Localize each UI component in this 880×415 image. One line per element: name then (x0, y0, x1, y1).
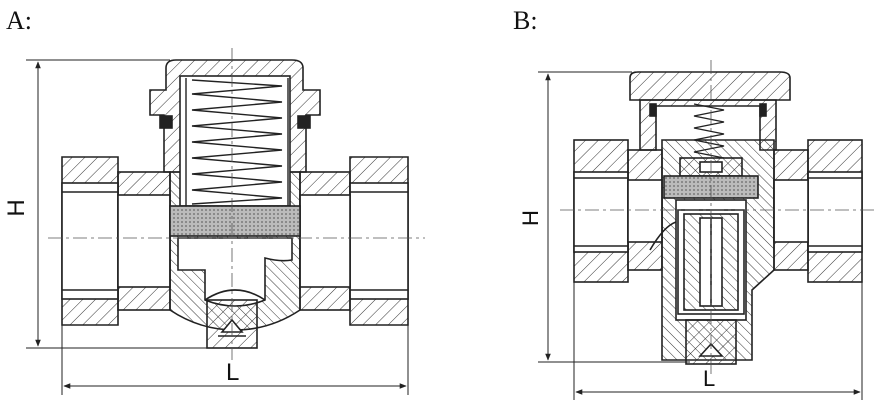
trap-a-dim-height (26, 59, 210, 349)
trap-a-centerlines (48, 48, 425, 360)
trap-b-centerlines (560, 60, 875, 375)
trap-a-drawing (61, 59, 409, 349)
trap-a-spring (185, 78, 289, 206)
trap-a-left-port (61, 156, 171, 326)
trap-b-left-port (573, 139, 663, 283)
trap-b-dim-height-text: H (518, 210, 543, 226)
panel-a-label: A: (6, 6, 32, 35)
trap-b-dim-length (573, 282, 863, 400)
panel-b-label: B: (513, 6, 538, 35)
trap-a-dim-height-text: H (3, 199, 30, 216)
trap-b-dim-height (538, 71, 690, 363)
trap-a-dim-length (61, 325, 409, 395)
trap-a-dim-length-text: L (226, 359, 239, 386)
trap-b-dim-length-text: L (703, 366, 715, 391)
trap-b-cap (629, 71, 791, 151)
trap-a-disc (169, 205, 301, 237)
trap-b-right-port (773, 139, 863, 283)
trap-b-spring (693, 103, 725, 159)
trap-a-right-port (299, 156, 409, 326)
trap-b-drawing (573, 71, 863, 365)
